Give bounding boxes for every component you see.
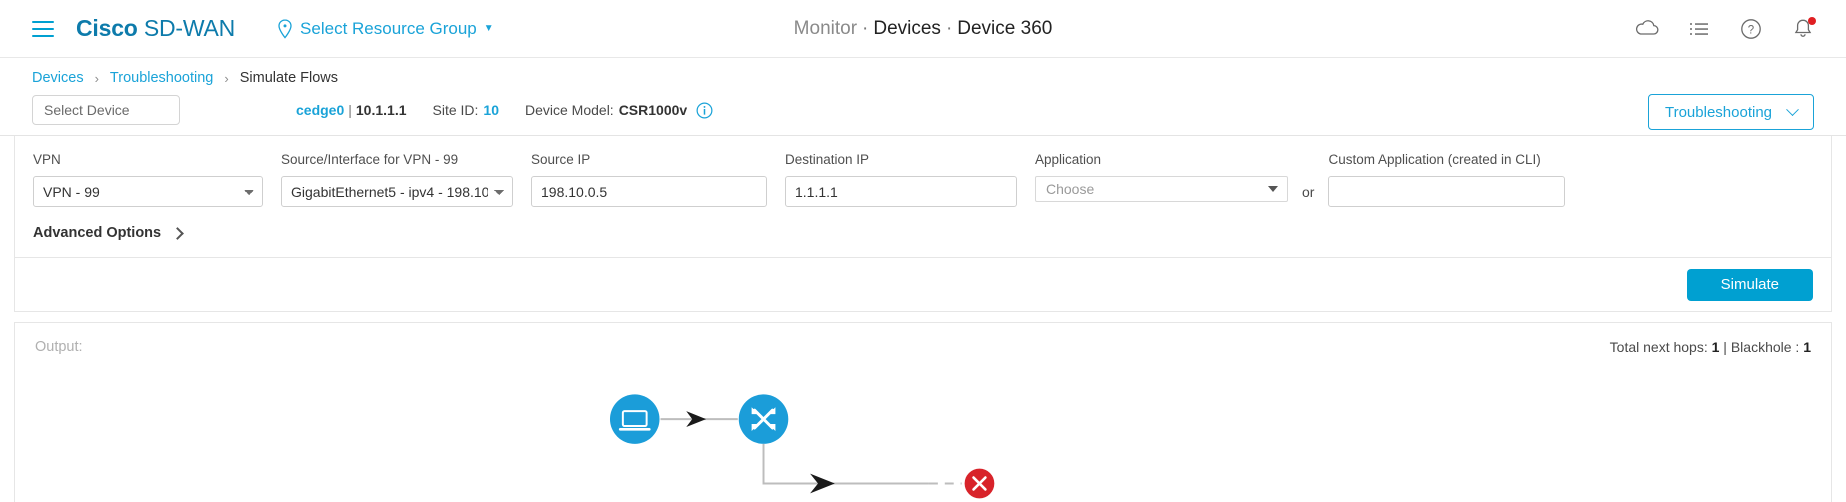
location-pin-icon — [278, 18, 292, 39]
app-logo: Cisco SD-WAN — [76, 15, 235, 42]
form-fields-row: VPN VPN - 99 Source/Interface for VPN - … — [15, 152, 1831, 207]
form-action-row: Simulate — [15, 257, 1831, 311]
list-icon[interactable] — [1686, 16, 1712, 42]
device-model-group: Device Model: CSR1000v — [525, 102, 713, 119]
select-device-input[interactable]: Select Device — [32, 95, 180, 125]
site-id-value[interactable]: 10 — [483, 102, 499, 118]
page-title-device360: Device 360 — [957, 17, 1053, 39]
brand-cisco: Cisco — [76, 15, 138, 41]
flow-topology-diagram — [609, 394, 995, 499]
blackhole-count-label: Blackhole : — [1730, 339, 1800, 355]
blackhole-count-value: 1 — [1803, 339, 1811, 355]
vpn-label: VPN — [33, 152, 61, 167]
router-node[interactable] — [738, 394, 789, 444]
device-ip: 10.1.1.1 — [355, 102, 407, 118]
field-custom-application: Custom Application (created in CLI) — [1328, 152, 1566, 207]
field-source-interface: Source/Interface for VPN - 99 GigabitEth… — [281, 152, 513, 207]
svg-text:?: ? — [1748, 24, 1754, 36]
cloud-icon[interactable] — [1634, 16, 1660, 42]
custom-application-label: Custom Application (created in CLI) — [1328, 152, 1541, 167]
field-application: Application Choose — [1035, 152, 1288, 202]
chevron-right-icon — [171, 226, 184, 240]
destination-ip-label: Destination IP — [785, 152, 870, 167]
troubleshooting-button-label: Troubleshooting — [1664, 103, 1772, 121]
application-placeholder: Choose — [1046, 181, 1095, 197]
hamburger-icon[interactable] — [32, 20, 54, 37]
output-label: Output: — [35, 339, 83, 355]
arrowhead-router-to-blackhole — [810, 473, 835, 494]
total-next-hops-label: Total next hops: — [1609, 339, 1708, 355]
arrowhead-host-to-router — [686, 411, 707, 428]
or-separator: or — [1302, 184, 1315, 200]
breadcrumb-separator-1: › — [94, 70, 99, 86]
chevron-down-icon — [1268, 186, 1278, 192]
chevron-down-icon — [1786, 102, 1799, 116]
select-device-placeholder: Select Device — [44, 102, 130, 118]
vpn-select[interactable]: VPN - 99 — [33, 176, 263, 207]
title-dot-1: · — [862, 17, 869, 39]
custom-application-input[interactable] — [1328, 176, 1566, 207]
breadcrumb-separator-2: › — [224, 70, 229, 86]
brand-sdwan: SD-WAN — [137, 15, 236, 41]
device-model-label: Device Model: — [524, 102, 614, 118]
help-icon[interactable]: ? — [1738, 16, 1764, 42]
breadcrumb-item-devices[interactable]: Devices — [32, 70, 84, 86]
application-label: Application — [1035, 152, 1102, 167]
output-panel: Output: Total next hops: 1 | Blackhole :… — [14, 322, 1832, 502]
hops-summary: Total next hops: 1 | Blackhole : 1 — [1610, 339, 1811, 355]
device-model-value: CSR1000v — [618, 102, 688, 118]
header-icon-group: ? — [1634, 16, 1816, 42]
resource-group-label: Select Resource Group — [300, 18, 477, 38]
field-source-ip: Source IP — [531, 152, 767, 207]
title-dot-2: · — [945, 17, 953, 39]
device-identity: cedge0 | 10.1.1.1 — [296, 102, 407, 118]
sub-header: Devices › Troubleshooting › Simulate Flo… — [0, 58, 1846, 136]
page-title-monitor: Monitor — [793, 17, 858, 39]
site-id-group: Site ID: 10 — [433, 102, 499, 118]
site-id-label: Site ID: — [432, 102, 479, 118]
simulate-flows-form-wrapper: VPN VPN - 99 Source/Interface for VPN - … — [0, 136, 1846, 312]
source-ip-input[interactable] — [531, 176, 767, 207]
device-info-row: Select Device cedge0 | 10.1.1.1 Site ID:… — [32, 95, 1814, 125]
breadcrumb-item-troubleshooting[interactable]: Troubleshooting — [109, 70, 214, 86]
simulate-flows-form: VPN VPN - 99 Source/Interface for VPN - … — [14, 136, 1832, 312]
chevron-down-icon: ▼ — [483, 23, 494, 34]
device-name-link[interactable]: cedge0 — [296, 102, 345, 118]
app-header: Cisco SD-WAN Select Resource Group ▼ Mon… — [0, 0, 1846, 58]
breadcrumb: Devices › Troubleshooting › Simulate Flo… — [32, 70, 1814, 86]
source-interface-select[interactable]: GigabitEthernet5 - ipv4 - 198.10.0.1 — [281, 176, 513, 207]
total-next-hops-value: 1 — [1711, 339, 1720, 355]
breadcrumb-item-simulate-flows: Simulate Flows — [239, 70, 339, 86]
field-vpn: VPN VPN - 99 — [33, 152, 263, 207]
blackhole-node[interactable] — [964, 468, 995, 499]
notification-bell-icon[interactable] — [1790, 16, 1816, 42]
page-title: Monitor·Devices·Device 360 — [794, 18, 1053, 40]
device-details: cedge0 | 10.1.1.1 Site ID: 10 Device Mod… — [296, 102, 713, 119]
page-title-devices: Devices — [873, 17, 941, 39]
application-select[interactable]: Choose — [1035, 176, 1288, 202]
source-interface-label: Source/Interface for VPN - 99 — [281, 152, 459, 167]
simulate-button[interactable]: Simulate — [1686, 268, 1813, 301]
resource-group-selector[interactable]: Select Resource Group ▼ — [277, 19, 494, 39]
destination-ip-input[interactable] — [785, 176, 1017, 207]
advanced-options-toggle[interactable]: Advanced Options — [15, 207, 200, 257]
info-icon[interactable] — [696, 102, 713, 119]
field-destination-ip: Destination IP — [785, 152, 1017, 207]
host-node[interactable] — [609, 394, 660, 444]
troubleshooting-dropdown-button[interactable]: Troubleshooting — [1647, 94, 1814, 130]
advanced-options-label: Advanced Options — [33, 225, 162, 241]
link-router-to-blackhole — [762, 443, 929, 485]
device-pipe: | — [348, 102, 352, 118]
notification-badge — [1808, 16, 1816, 25]
summary-divider: | — [1723, 339, 1727, 355]
source-ip-label: Source IP — [531, 152, 591, 167]
